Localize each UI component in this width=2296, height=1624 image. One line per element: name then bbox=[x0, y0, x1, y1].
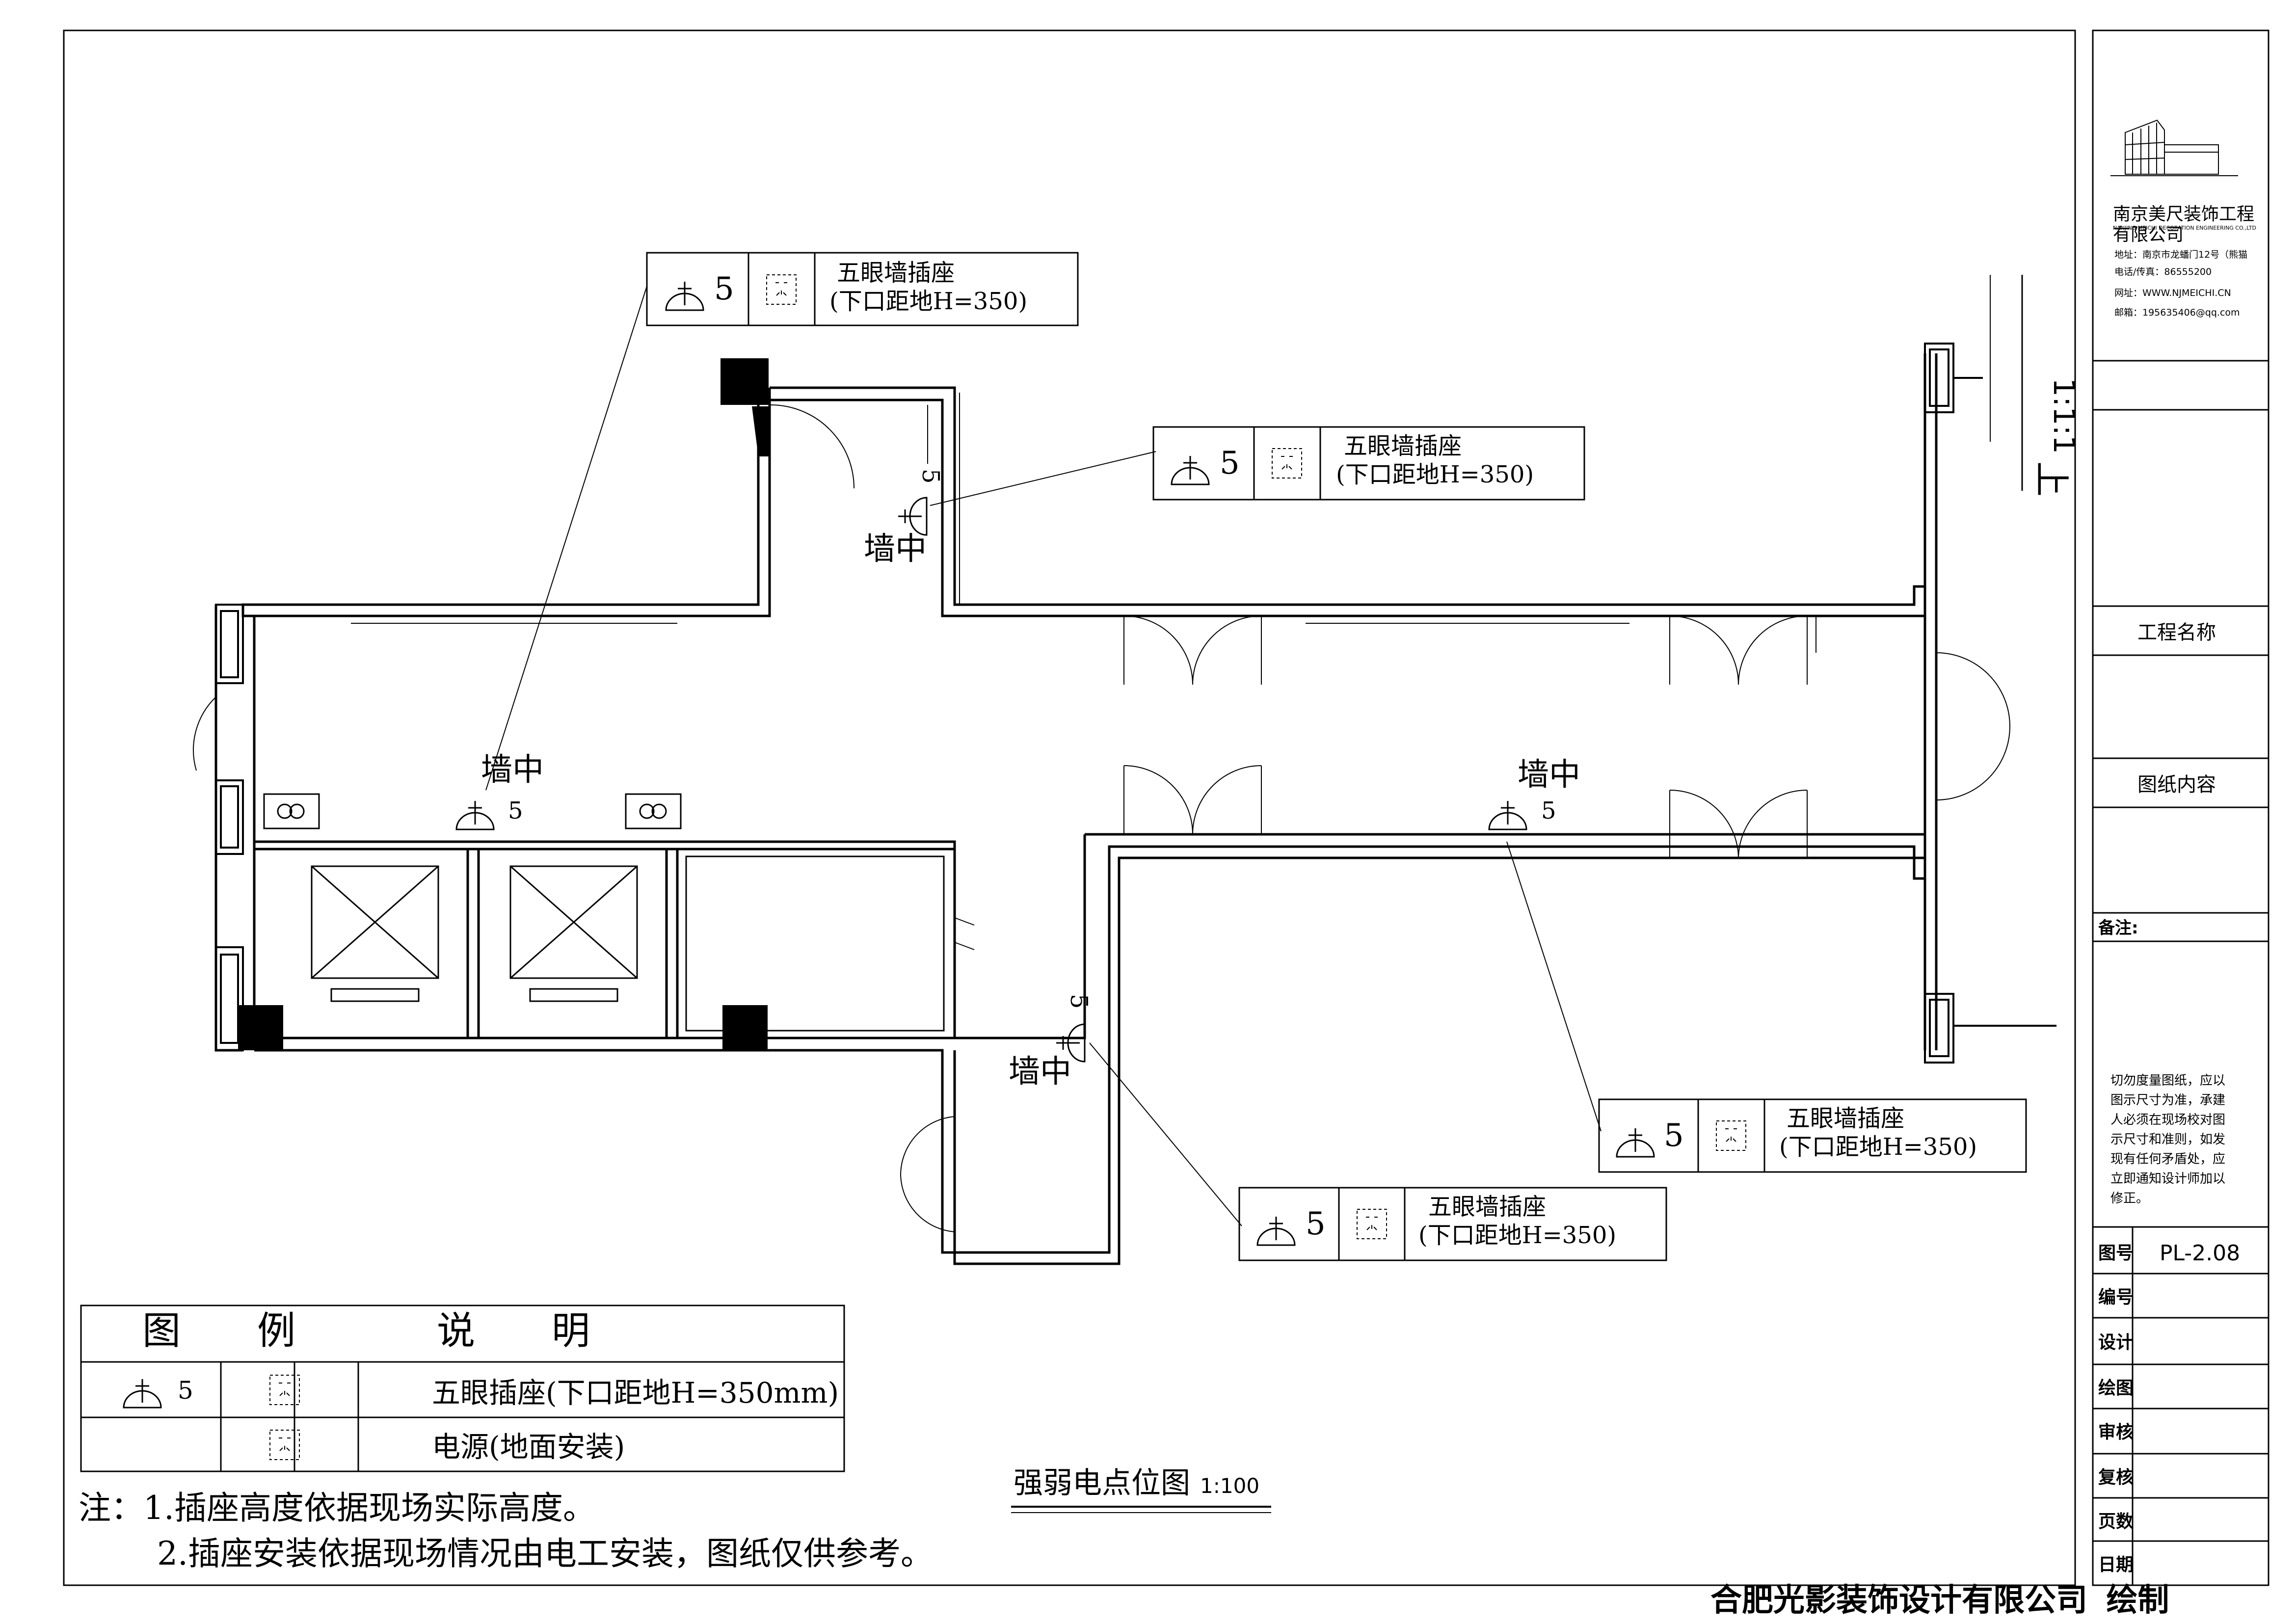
svg-text:五眼墙插座: 五眼墙插座 bbox=[1787, 1105, 1904, 1132]
svg-text:1:1:1: 1:1:1 bbox=[2047, 378, 2081, 454]
note-line-1: 注：1.插座高度依据现场实际高度。 bbox=[79, 1489, 595, 1527]
svg-text:墙中: 墙中 bbox=[1009, 1054, 1071, 1090]
section-mark: 1:1:1 上 bbox=[2021, 275, 2081, 497]
svg-text:地址：南京市龙蟠门12号（熊猫: 地址：南京市龙蟠门12号（熊猫 bbox=[2114, 249, 2247, 260]
callout-box: 5 五眼墙插座 (下口距地H=350) bbox=[1598, 1098, 2027, 1173]
socket-marker: 5 墙中 bbox=[1488, 757, 1580, 830]
svg-text:(下口距地H=350): (下口距地H=350) bbox=[829, 288, 1027, 315]
svg-text:人必须在现场校对图: 人必须在现场校对图 bbox=[2110, 1113, 2225, 1127]
project-name-label: 工程名称 bbox=[2137, 621, 2216, 644]
svg-text:5: 5 bbox=[1220, 445, 1240, 481]
svg-text:立即通知设计师加以: 立即通知设计师加以 bbox=[2110, 1171, 2225, 1186]
svg-text:1:100: 1:100 bbox=[1200, 1474, 1259, 1498]
legend-row2-desc: 电源(地面安装) bbox=[432, 1430, 625, 1464]
svg-text:5: 5 bbox=[1664, 1118, 1684, 1154]
svg-text:墙中: 墙中 bbox=[864, 531, 927, 567]
svg-text:强弱电点位图: 强弱电点位图 bbox=[1014, 1466, 1190, 1500]
svg-text:(下口距地H=350): (下口距地H=350) bbox=[1779, 1133, 1977, 1161]
window-frames bbox=[215, 343, 2056, 1064]
wall-finish-lines bbox=[351, 275, 1991, 653]
svg-text:(下口距地H=350): (下口距地H=350) bbox=[1336, 461, 1534, 488]
company-name: 南京美尺装饰工程 bbox=[2113, 204, 2254, 224]
note-line-2: 2.插座安装依据现场情况由电工安装，图纸仅供参考。 bbox=[157, 1535, 933, 1572]
legend-row1-desc: 五眼插座(下口距地H=350mm) bbox=[432, 1376, 839, 1410]
svg-text:示尺寸和准则，如发: 示尺寸和准则，如发 bbox=[2110, 1132, 2225, 1147]
title-block: 南京美尺装饰工程 有限公司 NANJING MEICHI DECORATION … bbox=[2093, 119, 2269, 1585]
drawing-content-label: 图纸内容 bbox=[2137, 773, 2216, 796]
columns bbox=[238, 358, 770, 1050]
legend-header-desc: 说 明 bbox=[437, 1309, 590, 1353]
svg-text:5: 5 bbox=[917, 469, 944, 484]
svg-text:图示尺寸为准，承建: 图示尺寸为准，承建 bbox=[2110, 1093, 2225, 1108]
callout-box: 5 五眼墙插座 (下口距地H=350) bbox=[646, 252, 1079, 326]
svg-text:墙中: 墙中 bbox=[481, 752, 544, 788]
svg-text:NANJING MEICHI DECORATION ENGI: NANJING MEICHI DECORATION ENGINEERING CO… bbox=[2113, 225, 2256, 231]
svg-text:五眼墙插座: 五眼墙插座 bbox=[837, 259, 955, 287]
svg-text:邮箱：195635406@qq.com: 邮箱：195635406@qq.com bbox=[2114, 307, 2240, 318]
svg-text:5: 5 bbox=[178, 1376, 193, 1405]
svg-text:5: 5 bbox=[508, 797, 523, 825]
svg-text:(下口距地H=350): (下口距地H=350) bbox=[1418, 1222, 1616, 1249]
svg-text:修正。: 修正。 bbox=[2110, 1191, 2149, 1206]
svg-text:墙中: 墙中 bbox=[1518, 757, 1580, 793]
svg-text:有限公司: 有限公司 bbox=[2113, 225, 2184, 245]
socket-marker: 5 墙中 bbox=[1009, 994, 1093, 1090]
socket-marker: 5 墙中 bbox=[864, 469, 944, 567]
svg-text:5: 5 bbox=[714, 271, 734, 307]
svg-text:设计: 设计 bbox=[2098, 1332, 2134, 1353]
elevator-shafts bbox=[311, 855, 945, 1032]
doors bbox=[193, 404, 2010, 1232]
callout-box: 5 五眼墙插座 (下口距地H=350) bbox=[1152, 426, 1585, 501]
svg-text:5: 5 bbox=[1541, 797, 1556, 825]
callout-box: 5 五眼墙插座 (下口距地H=350) bbox=[1238, 1187, 1667, 1261]
svg-text:审核: 审核 bbox=[2098, 1422, 2134, 1442]
svg-text:备注:: 备注: bbox=[2098, 918, 2138, 938]
svg-text:5: 5 bbox=[1065, 994, 1093, 1009]
svg-text:电话/传真：86555200: 电话/传真：86555200 bbox=[2114, 266, 2212, 277]
leader-lines bbox=[485, 286, 1602, 1226]
drawing-title: 强弱电点位图 1:100 bbox=[1011, 1466, 1271, 1513]
footer-credit: 合肥光影装饰设计有限公司 绘制 bbox=[1710, 1582, 2169, 1619]
drawing-number: PL-2.08 bbox=[2160, 1241, 2240, 1266]
disclaimer-note: 切勿度量图纸，应以 图示尺寸为准，承建 人必须在现场校对图 示尺寸和准则，如发 … bbox=[2110, 1073, 2225, 1206]
svg-text:网址：WWW.NJMEICHI.CN: 网址：WWW.NJMEICHI.CN bbox=[2114, 288, 2231, 298]
svg-text:编号: 编号 bbox=[2098, 1287, 2134, 1307]
svg-text:现有任何矛盾处，应: 现有任何矛盾处，应 bbox=[2110, 1152, 2225, 1167]
svg-text:5: 5 bbox=[1306, 1206, 1326, 1242]
legend-table: 图 例 说 明 5 五眼插座(下口距地H=350mm) 电源(地面安装) bbox=[80, 1305, 845, 1472]
svg-text:页数: 页数 bbox=[2098, 1512, 2134, 1532]
svg-text:上: 上 bbox=[2031, 461, 2072, 497]
svg-text:图号: 图号 bbox=[2098, 1243, 2134, 1263]
socket-marker: 5 墙中 bbox=[455, 752, 544, 830]
svg-text:五眼墙插座: 五眼墙插座 bbox=[1344, 432, 1462, 460]
svg-text:切勿度量图纸，应以: 切勿度量图纸，应以 bbox=[2110, 1073, 2225, 1088]
drawing-frame bbox=[63, 29, 2076, 1586]
svg-text:五眼墙插座: 五眼墙插座 bbox=[1428, 1193, 1546, 1221]
legend-header-symbol: 图 例 bbox=[142, 1309, 295, 1353]
svg-text:日期: 日期 bbox=[2098, 1555, 2134, 1575]
call-panels bbox=[263, 793, 682, 829]
svg-text:绘图: 绘图 bbox=[2098, 1378, 2134, 1398]
svg-text:复核: 复核 bbox=[2098, 1467, 2134, 1488]
company-logo-icon bbox=[2110, 119, 2238, 176]
